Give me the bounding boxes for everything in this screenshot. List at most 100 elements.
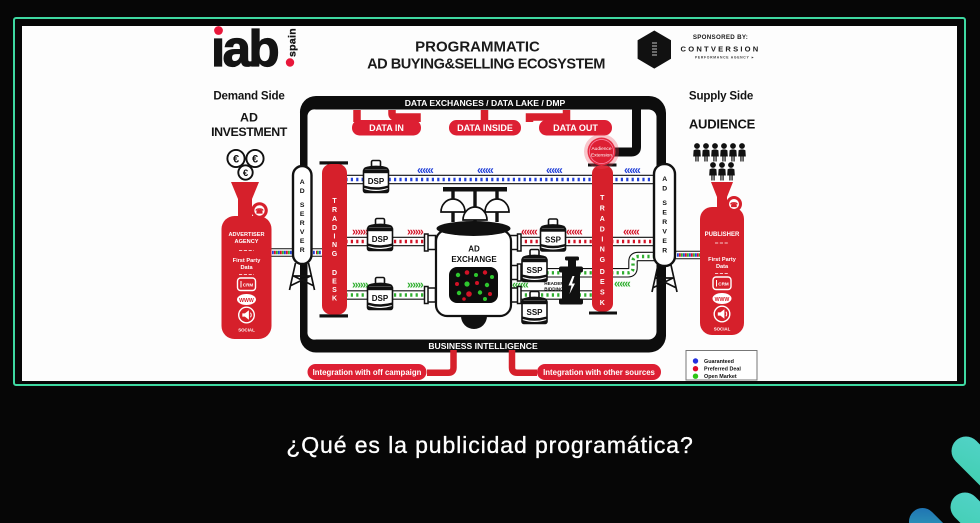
svg-text:E: E xyxy=(662,238,667,245)
svg-text:A: A xyxy=(662,176,667,183)
svg-text:N: N xyxy=(332,242,337,249)
svg-text:WWW: WWW xyxy=(239,298,254,304)
svg-text:S: S xyxy=(600,290,605,297)
svg-text:E: E xyxy=(300,238,305,245)
svg-text:PROGRAMMATIC: PROGRAMMATIC xyxy=(415,39,540,56)
svg-text:SSP: SSP xyxy=(545,236,562,245)
svg-text:Supply Side: Supply Side xyxy=(689,90,754,103)
svg-text:R: R xyxy=(300,220,305,227)
svg-text:S: S xyxy=(332,287,337,294)
svg-text:AD: AD xyxy=(468,245,480,254)
svg-text:D: D xyxy=(662,186,667,193)
svg-text:DATA IN: DATA IN xyxy=(369,123,404,133)
svg-text:ıab: ıab xyxy=(211,26,279,77)
svg-text:DATA EXCHANGES / DATA LAKE / D: DATA EXCHANGES / DATA LAKE / DMP xyxy=(405,98,566,108)
svg-text:S: S xyxy=(300,202,305,209)
svg-text:AGENCY: AGENCY xyxy=(235,239,259,245)
svg-text:Data: Data xyxy=(716,264,729,270)
svg-text:«««: ««« xyxy=(477,165,493,177)
svg-text:R: R xyxy=(600,206,605,213)
svg-text:Integration with other sources: Integration with other sources xyxy=(543,368,655,377)
svg-text:I: I xyxy=(601,237,603,244)
svg-text:SOCIAL: SOCIAL xyxy=(714,327,731,332)
svg-text:EXCHANGE: EXCHANGE xyxy=(451,255,497,264)
svg-text:Open Market: Open Market xyxy=(704,374,737,380)
svg-text:D: D xyxy=(600,269,605,276)
svg-text:WWW: WWW xyxy=(715,297,730,303)
svg-text:«««: ««« xyxy=(546,165,562,177)
svg-text:D: D xyxy=(600,227,605,234)
svg-text:S: S xyxy=(662,200,667,207)
svg-text:SSP: SSP xyxy=(526,308,543,317)
svg-text:R: R xyxy=(300,247,305,254)
svg-text:AD BUYING&SELLING ECOSYSTEM: AD BUYING&SELLING ECOSYSTEM xyxy=(367,57,605,73)
svg-text:€: € xyxy=(252,154,258,166)
svg-text:SOCIAL: SOCIAL xyxy=(238,328,255,333)
svg-text:«««: ««« xyxy=(521,227,537,239)
svg-text:€: € xyxy=(243,168,249,179)
svg-text:«««: ««« xyxy=(623,227,639,239)
svg-text:☎: ☎ xyxy=(730,201,739,209)
svg-text:PUBLISHER: PUBLISHER xyxy=(705,232,740,238)
svg-text:«««: ««« xyxy=(624,165,640,177)
svg-text:A: A xyxy=(600,216,605,223)
svg-text:D: D xyxy=(332,270,337,277)
svg-text:«««: ««« xyxy=(614,279,630,291)
svg-text:«««: ««« xyxy=(417,165,433,177)
svg-text:T: T xyxy=(332,198,337,205)
svg-text:G: G xyxy=(332,251,338,258)
svg-text:«««: ««« xyxy=(566,227,582,239)
svg-text:R: R xyxy=(662,248,667,255)
svg-text:Audience: Audience xyxy=(591,146,611,152)
svg-text:BIDDING: BIDDING xyxy=(544,287,564,292)
svg-text:V: V xyxy=(662,229,667,236)
svg-text:DATA OUT: DATA OUT xyxy=(553,123,598,133)
svg-text:Data: Data xyxy=(240,265,253,271)
svg-text:Integration with off campaign: Integration with off campaign xyxy=(313,368,422,377)
svg-text:CONTVERSION: CONTVERSION xyxy=(681,45,761,54)
svg-text:CRM: CRM xyxy=(718,282,729,287)
svg-text:I: I xyxy=(334,234,336,241)
svg-text:SSP: SSP xyxy=(526,266,543,275)
svg-text:DSP: DSP xyxy=(368,177,385,186)
svg-text:D: D xyxy=(300,188,305,195)
svg-text:N: N xyxy=(600,247,605,254)
svg-text:DSP: DSP xyxy=(372,294,389,303)
svg-text:E: E xyxy=(600,279,605,286)
svg-text:ADVERTISER: ADVERTISER xyxy=(228,232,264,238)
svg-text:HEADER: HEADER xyxy=(544,281,564,286)
svg-text:G: G xyxy=(600,257,606,264)
svg-text:SPONSORED BY:: SPONSORED BY: xyxy=(693,34,748,41)
svg-text:spain: spain xyxy=(287,28,299,57)
svg-text:E: E xyxy=(332,279,337,286)
svg-text:»»»: »»» xyxy=(407,280,423,292)
svg-text:Preferred Deal: Preferred Deal xyxy=(704,367,741,373)
svg-text:DATA INSIDE: DATA INSIDE xyxy=(457,123,513,133)
svg-text:»»»: »»» xyxy=(352,227,368,239)
svg-text:Demand Side: Demand Side xyxy=(213,90,285,103)
svg-text:D: D xyxy=(332,225,337,232)
svg-text:€: € xyxy=(233,154,239,166)
svg-text:A: A xyxy=(300,179,305,186)
svg-text:K: K xyxy=(600,300,605,307)
svg-text:»»»: »»» xyxy=(407,227,423,239)
svg-text:V: V xyxy=(300,229,305,236)
svg-text:AUDIENCE: AUDIENCE xyxy=(689,117,756,132)
svg-text:»»»: »»» xyxy=(352,280,368,292)
svg-text:CRM: CRM xyxy=(243,283,254,288)
svg-text:A: A xyxy=(332,216,337,223)
svg-text:☎: ☎ xyxy=(255,208,264,216)
svg-text:DSP: DSP xyxy=(372,235,389,244)
svg-text:First Party: First Party xyxy=(233,258,262,264)
svg-text:R: R xyxy=(332,207,337,214)
svg-text:E: E xyxy=(300,211,305,218)
svg-text:AD: AD xyxy=(240,111,258,125)
svg-text:PERFORMANCE AGENCY ►: PERFORMANCE AGENCY ► xyxy=(695,56,755,60)
svg-text:First Party: First Party xyxy=(708,257,737,263)
svg-text:K: K xyxy=(332,296,337,303)
svg-text:E: E xyxy=(662,210,667,217)
svg-text:Extension: Extension xyxy=(591,153,612,159)
svg-text:BUSINESS INTELLIGENCE: BUSINESS INTELLIGENCE xyxy=(428,341,538,351)
svg-text:INVESTMENT: INVESTMENT xyxy=(211,125,288,139)
svg-text:Guaranteed: Guaranteed xyxy=(704,359,734,365)
